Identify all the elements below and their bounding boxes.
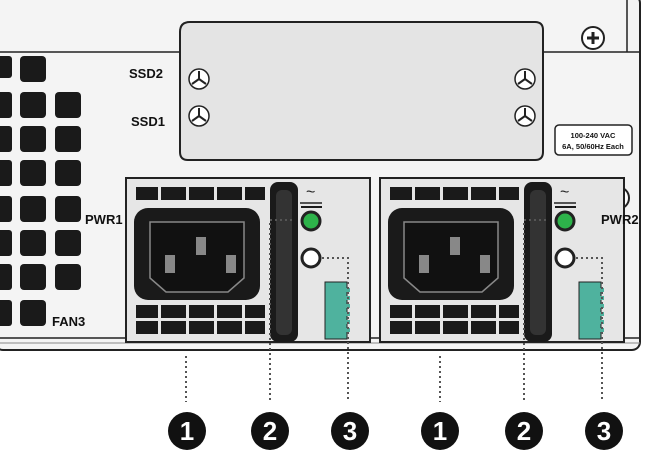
power-button-icon bbox=[554, 247, 576, 269]
power-inlet-socket[interactable] bbox=[134, 208, 260, 300]
status-led-icon bbox=[300, 210, 322, 232]
psu-vent bbox=[136, 187, 265, 334]
pwr1-label: PWR1 bbox=[85, 212, 123, 227]
ac-tilde-icon: ~ bbox=[560, 184, 569, 201]
callout-number: 1 bbox=[180, 416, 194, 446]
power-inlet-socket[interactable] bbox=[388, 208, 514, 300]
release-latch[interactable] bbox=[324, 281, 350, 340]
spec-line-1: 100-240 VAC bbox=[571, 131, 616, 140]
power-supply-2: ~ bbox=[379, 177, 625, 343]
pwr2-label: PWR2 bbox=[601, 212, 639, 227]
callout-number: 3 bbox=[597, 416, 611, 446]
callout-leader-lines bbox=[185, 219, 603, 402]
callout-marker: 1 bbox=[421, 412, 459, 450]
ssd-screw-icon bbox=[514, 68, 536, 90]
phillips-screw-icon bbox=[581, 26, 605, 50]
ac-tilde-icon: ~ bbox=[306, 184, 315, 201]
ssd1-label: SSD1 bbox=[131, 114, 165, 129]
callout-marker: 3 bbox=[585, 412, 623, 450]
psu-handle[interactable] bbox=[270, 182, 298, 342]
callout-marker: 3 bbox=[331, 412, 369, 450]
fan-grille bbox=[0, 56, 81, 326]
spec-line-2: 6A, 50/60Hz Each bbox=[562, 142, 624, 151]
callout-number: 2 bbox=[263, 416, 277, 446]
ssd-screw-icon bbox=[188, 105, 210, 127]
psu-vent bbox=[390, 187, 519, 334]
ssd2-label: SSD2 bbox=[129, 66, 163, 81]
callout-number: 3 bbox=[343, 416, 357, 446]
power-button-icon bbox=[300, 247, 322, 269]
ssd-screw-icon bbox=[188, 68, 210, 90]
callout-marker: 1 bbox=[168, 412, 206, 450]
callout-number: 1 bbox=[433, 416, 447, 446]
power-supply-1: ~ bbox=[125, 177, 371, 343]
power-spec-label: 100-240 VAC 6A, 50/60Hz Each bbox=[554, 124, 633, 156]
release-latch[interactable] bbox=[578, 281, 604, 340]
status-led-icon bbox=[554, 210, 576, 232]
fan-label: FAN3 bbox=[52, 314, 85, 329]
ssd-bay-cover bbox=[179, 21, 544, 161]
callout-number: 2 bbox=[517, 416, 531, 446]
psu-handle[interactable] bbox=[524, 182, 552, 342]
ssd-screw-icon bbox=[514, 105, 536, 127]
callout-marker: 2 bbox=[251, 412, 289, 450]
callout-marker: 2 bbox=[505, 412, 543, 450]
